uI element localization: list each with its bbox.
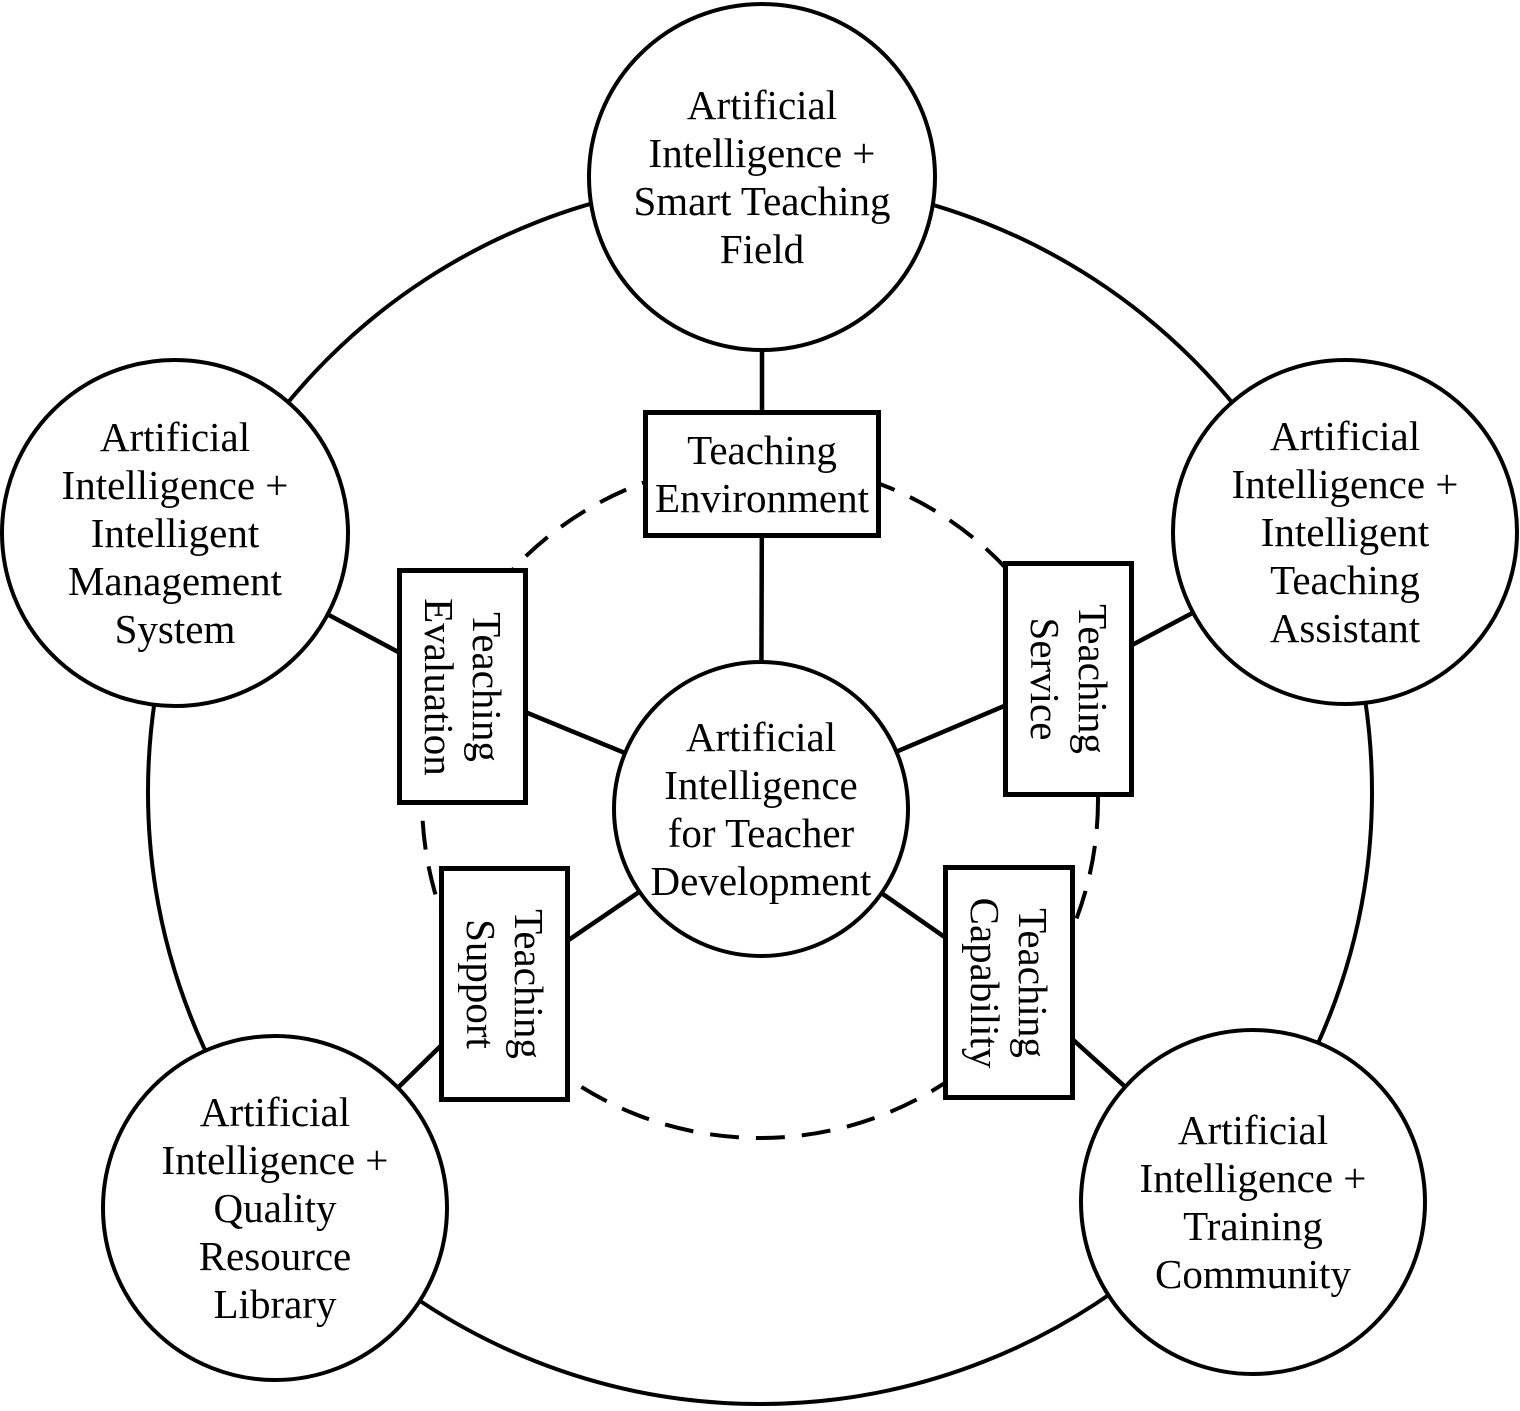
box-teaching-environment-label: Teaching Environment xyxy=(654,427,870,521)
node-smart-teaching-field: Artificial Intelligence + Smart Teaching… xyxy=(587,2,937,352)
node-quality-resource-library: Artificial Intelligence + Quality Resour… xyxy=(101,1034,449,1382)
box-teaching-support: Teaching Support xyxy=(439,866,570,1102)
box-teaching-support-label: Teaching Support xyxy=(457,909,552,1059)
node-intelligent-teaching-assistant: Artificial Intelligence + Intelligent Te… xyxy=(1171,358,1519,706)
box-teaching-evaluation: Teaching Evaluation xyxy=(397,568,528,805)
node-training-community: Artificial Intelligence + Training Commu… xyxy=(1079,1028,1427,1376)
box-teaching-service: Teaching Service xyxy=(1003,561,1134,797)
node-quality-resource-library-label: Artificial Intelligence + Quality Resour… xyxy=(161,1089,389,1327)
box-teaching-capability: Teaching Capability xyxy=(943,865,1075,1100)
node-smart-teaching-field-label: Artificial Intelligence + Smart Teaching… xyxy=(633,82,891,272)
box-teaching-service-label: Teaching Service xyxy=(1021,604,1116,754)
node-intelligent-teaching-assistant-label: Artificial Intelligence + Intelligent Te… xyxy=(1231,413,1459,651)
box-teaching-environment: Teaching Environment xyxy=(643,410,881,538)
box-teaching-evaluation-label: Teaching Evaluation xyxy=(415,597,510,776)
node-training-community-label: Artificial Intelligence + Training Commu… xyxy=(1139,1107,1367,1297)
node-intelligent-management-system: Artificial Intelligence + Intelligent Ma… xyxy=(0,358,350,708)
node-intelligent-management-system-label: Artificial Intelligence + Intelligent Ma… xyxy=(61,414,289,652)
node-ai-for-teacher-development-label: Artificial Intelligence for Teacher Deve… xyxy=(650,714,872,904)
box-teaching-capability-label: Teaching Capability xyxy=(962,897,1056,1068)
node-ai-for-teacher-development: Artificial Intelligence for Teacher Deve… xyxy=(612,660,910,958)
